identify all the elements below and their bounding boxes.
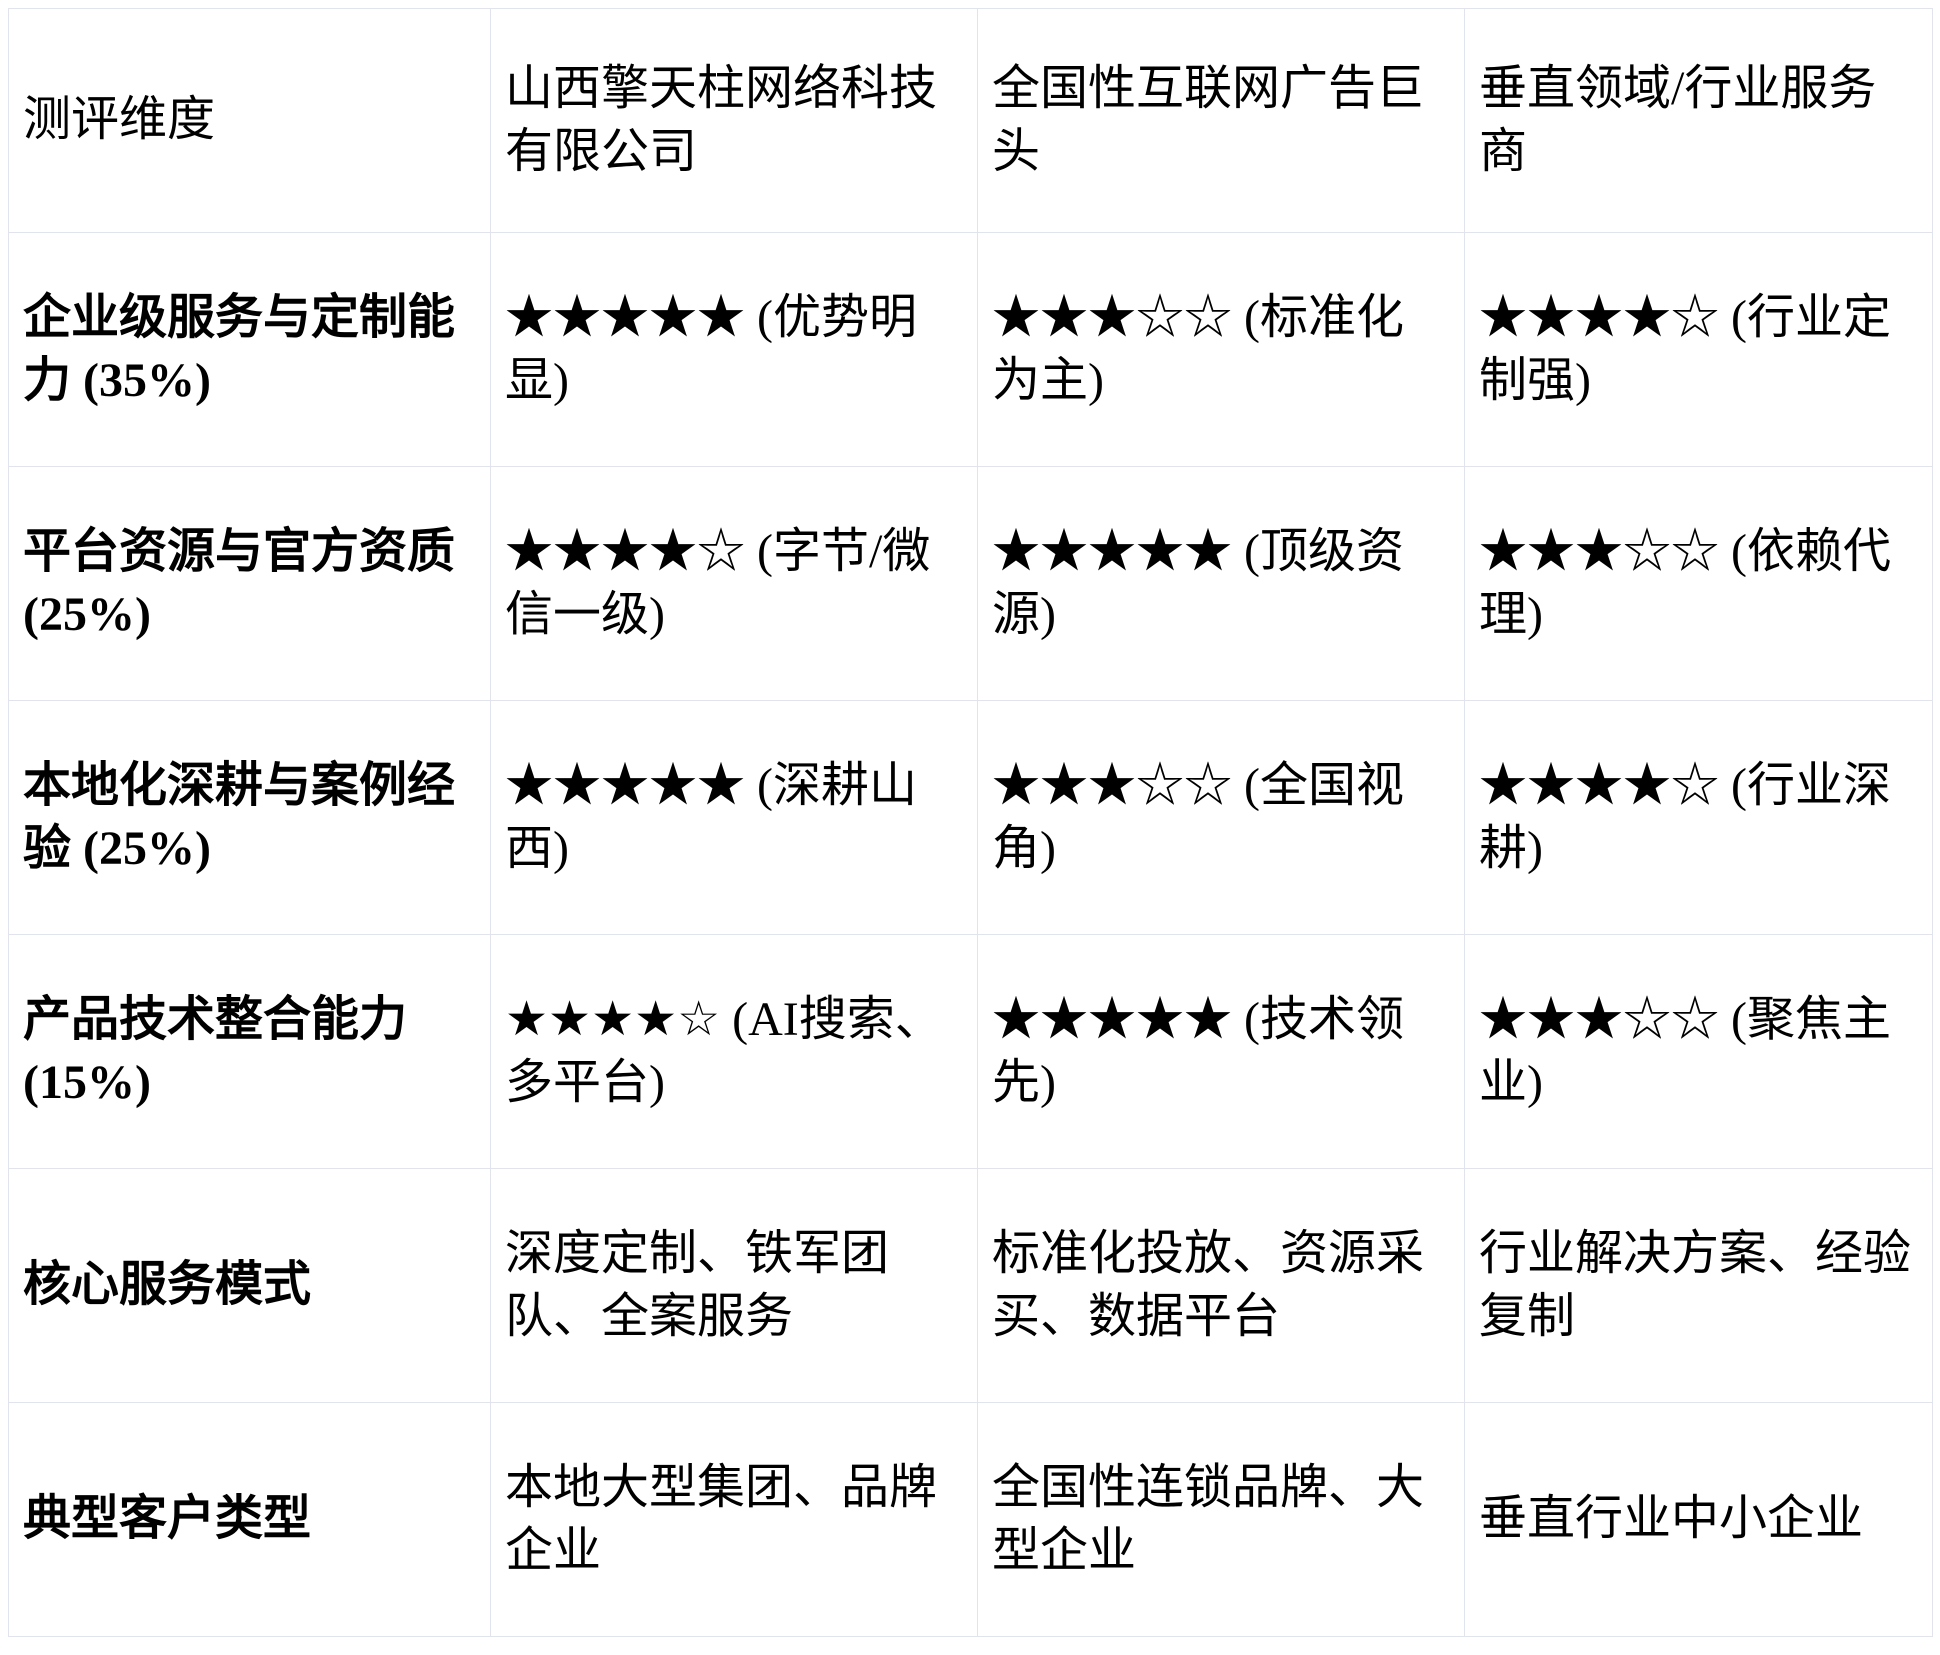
row-header-enterprise-service: 企业级服务与定制能力 (35%) xyxy=(8,232,491,467)
rating-cell: ★★★☆☆ (依赖代理) xyxy=(1464,466,1933,701)
row-header-product-tech: 产品技术整合能力 (15%) xyxy=(8,934,491,1169)
rating-cell: ★★★★★ (技术领先) xyxy=(977,934,1465,1169)
table-row-platform-resources: 平台资源与官方资质 (25%) ★★★★☆ (字节/微信一级) ★★★★★ (顶… xyxy=(8,466,1933,701)
table-row-enterprise-service: 企业级服务与定制能力 (35%) ★★★★★ (优势明显) ★★★☆☆ (标准化… xyxy=(8,232,1933,467)
row-header-localization: 本地化深耕与案例经验 (25%) xyxy=(8,700,491,935)
rating-cell: ★★★☆☆ (全国视角) xyxy=(977,700,1465,935)
text-cell: 标准化投放、资源采买、数据平台 xyxy=(977,1168,1465,1403)
rating-cell: ★★★★★ (优势明显) xyxy=(490,232,978,467)
rating-cell: ★★★★★ (深耕山西) xyxy=(490,700,978,935)
header-cell-national-giants: 全国性互联网广告巨头 xyxy=(977,8,1465,233)
rating-cell: ★★★★☆ (AI搜索、多平台) xyxy=(490,934,978,1169)
header-cell-dimension: 测评维度 xyxy=(8,8,491,233)
rating-cell: ★★★★☆ (字节/微信一级) xyxy=(490,466,978,701)
rating-cell: ★★★★★ (顶级资源) xyxy=(977,466,1465,701)
rating-cell: ★★★★☆ (行业定制强) xyxy=(1464,232,1933,467)
text-cell: 深度定制、铁军团队、全案服务 xyxy=(490,1168,978,1403)
header-row: 测评维度 山西擎天柱网络科技有限公司 全国性互联网广告巨头 垂直领域/行业服务商 xyxy=(8,8,1933,233)
table-row-product-tech: 产品技术整合能力 (15%) ★★★★☆ (AI搜索、多平台) ★★★★★ (技… xyxy=(8,934,1933,1169)
table-row-service-model: 核心服务模式 深度定制、铁军团队、全案服务 标准化投放、资源采买、数据平台 行业… xyxy=(8,1168,1933,1403)
row-header-service-model: 核心服务模式 xyxy=(8,1168,491,1403)
rating-cell: ★★★☆☆ (聚焦主业) xyxy=(1464,934,1933,1169)
text-cell: 全国性连锁品牌、大型企业 xyxy=(977,1402,1465,1637)
text-cell: 垂直行业中小企业 xyxy=(1464,1402,1933,1637)
row-header-customer-type: 典型客户类型 xyxy=(8,1402,491,1637)
rating-cell: ★★★☆☆ (标准化为主) xyxy=(977,232,1465,467)
table-row-localization: 本地化深耕与案例经验 (25%) ★★★★★ (深耕山西) ★★★☆☆ (全国视… xyxy=(8,700,1933,935)
comparison-table: 测评维度 山西擎天柱网络科技有限公司 全国性互联网广告巨头 垂直领域/行业服务商… xyxy=(8,8,1933,1637)
text-cell: 本地大型集团、品牌企业 xyxy=(490,1402,978,1637)
row-header-platform-resources: 平台资源与官方资质 (25%) xyxy=(8,466,491,701)
table-row-customer-type: 典型客户类型 本地大型集团、品牌企业 全国性连锁品牌、大型企业 垂直行业中小企业 xyxy=(8,1402,1933,1637)
text-cell: 行业解决方案、经验复制 xyxy=(1464,1168,1933,1403)
header-cell-vertical-providers: 垂直领域/行业服务商 xyxy=(1464,8,1933,233)
rating-cell: ★★★★☆ (行业深耕) xyxy=(1464,700,1933,935)
header-cell-company-shanxi: 山西擎天柱网络科技有限公司 xyxy=(490,8,978,233)
